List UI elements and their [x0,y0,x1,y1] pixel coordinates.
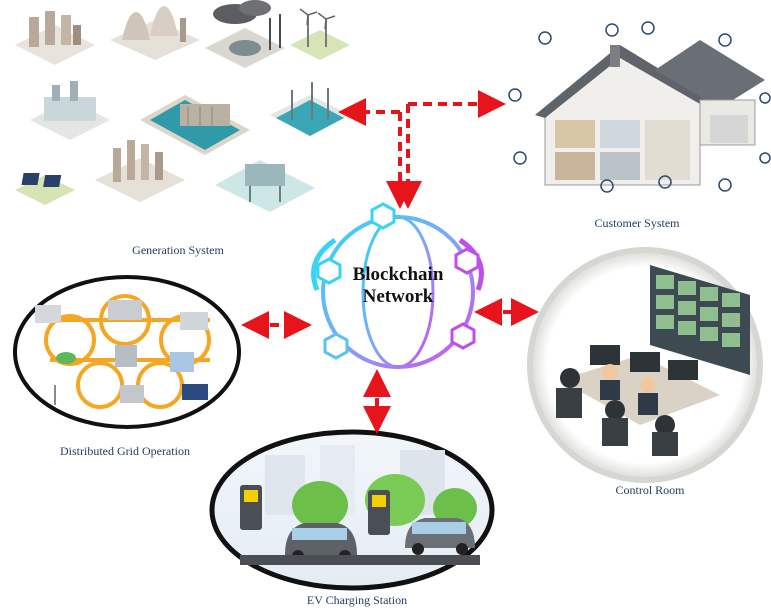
blockchain-title-line1: Blockchain [352,264,444,285]
power-plant-tile [110,6,200,60]
lock-icon [718,178,732,192]
tidal-power-tile [270,82,350,136]
wind-turbine-tile [290,8,350,60]
temperature-icon [513,151,527,165]
ev-charging-label: EV Charging Station [306,593,408,607]
offshore-platform-tile [215,160,315,212]
power-plant-tile [205,0,285,68]
control-room-illustration [527,247,763,483]
camera-icon [600,179,614,193]
block-cube-icon [454,247,480,275]
wifi-icon [658,175,672,189]
energy-meter-icon [605,23,619,37]
blockchain-network-graphic [311,202,484,369]
generation-system-illustration [15,0,350,212]
ev-charging-illustration [209,429,495,591]
security-icon [508,88,522,102]
blockchain-title: Blockchain Network [330,264,466,308]
hydro-dam-tile [140,95,250,155]
solar-panel-tile [15,173,75,205]
power-plant-tile [95,140,185,202]
customer-system-label: Customer System [594,216,680,230]
block-cube-icon [370,202,396,230]
block-cube-icon [323,332,349,360]
block-cube-icon [450,322,476,350]
block-cube-icon [316,257,342,285]
generation-system-label: Generation System [132,243,224,257]
lighting-icon [641,21,655,35]
smart-device-icon [538,31,552,45]
power-plant-tile [15,11,95,65]
blockchain-title-line2: Network [362,286,434,307]
distributed-grid-illustration [13,275,241,429]
distributed-grid-label: Distributed Grid Operation [60,444,190,458]
thermostat-icon [718,33,732,47]
control-room-label: Control Room [615,483,685,497]
appliance-icon [759,152,771,164]
customer-system-illustration [508,21,771,193]
connection-arrows [241,90,539,434]
ev-icon [759,92,771,104]
power-plant-tile [30,81,110,140]
